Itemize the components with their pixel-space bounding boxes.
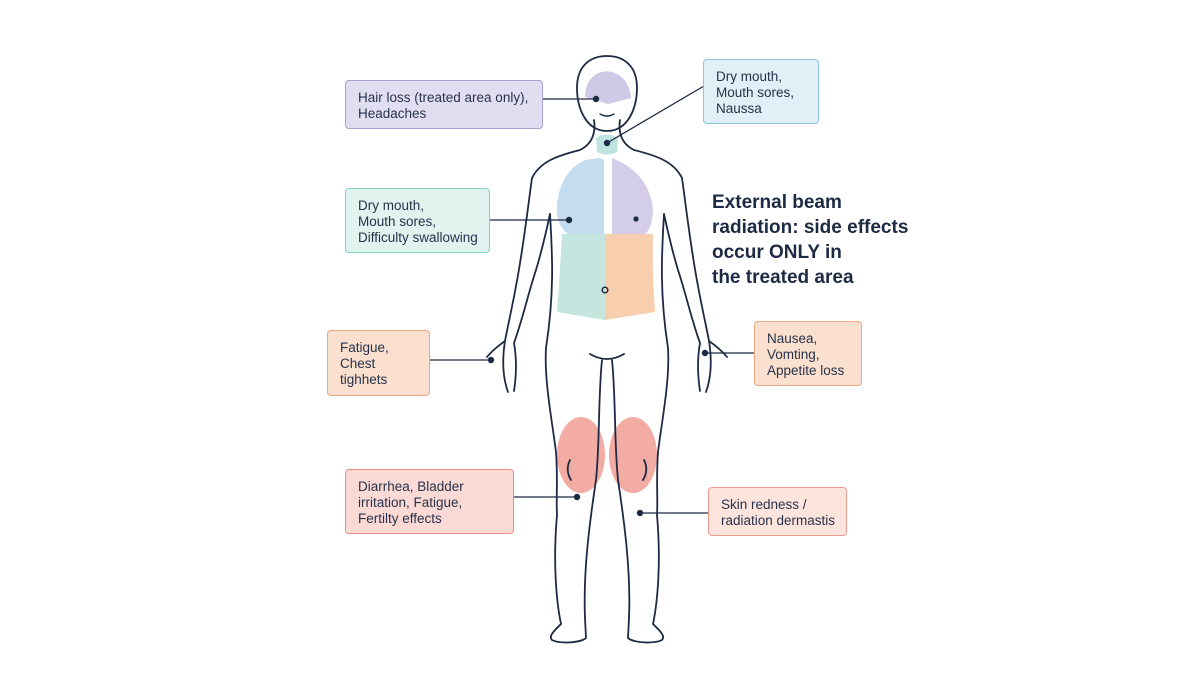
callout-left-hand-line: Chest — [340, 356, 376, 371]
callout-left-knee-line: Fertilty effects — [358, 510, 442, 526]
headline-line: occur ONLY in — [712, 242, 842, 263]
callout-right-hand-line: Vomting, — [767, 346, 820, 362]
callout-left-knee: Diarrhea, Bladder irritation, Fatigue, F… — [345, 469, 514, 534]
callout-neck-line: Naussa — [716, 100, 762, 116]
headline-line: radiation: side effects — [712, 217, 909, 238]
callout-chest-line: Mouth sores, — [358, 213, 437, 229]
callout-left-hand: Fatigue, Chest tighhets — [327, 330, 430, 396]
lung-left-region — [556, 158, 604, 237]
callout-chest: Dry mouth, Mouth sores, Difficulty swall… — [345, 188, 490, 253]
lung-right-region — [612, 158, 653, 238]
callout-chest-line: Dry mouth, — [358, 197, 425, 213]
callout-left-knee-line: Diarrhea, Bladder — [358, 478, 464, 494]
headline-line: the treated area — [712, 267, 854, 288]
headline: External beam radiation: side effects oc… — [712, 190, 952, 290]
abdomen-left-region — [557, 234, 605, 320]
callout-neck-line: Mouth sores, — [716, 84, 795, 100]
callout-right-shin-line: Skin redness / — [721, 496, 807, 512]
headline-line: External beam — [712, 192, 842, 213]
callout-head-line: Headaches — [358, 105, 427, 121]
callout-right-hand-line: Appetite loss — [767, 362, 845, 378]
callout-head: Hair loss (treated area only), Headaches — [345, 80, 543, 129]
callout-right-hand-line: Nausea, — [767, 330, 818, 346]
callout-left-hand-line: tighhets — [340, 372, 388, 387]
callout-left-hand-line: Fatigue, — [340, 340, 389, 355]
callout-right-hand: Nausea, Vomting, Appetite loss — [754, 321, 862, 386]
callout-left-knee-line: irritation, Fatigue, — [358, 494, 463, 510]
callout-chest-line: Difficulty swallowing — [358, 229, 478, 245]
abdomen-right-region — [605, 234, 655, 320]
body-outline — [486, 55, 728, 644]
callout-head-line: Hair loss (treated area only), — [358, 89, 529, 105]
callout-right-shin: Skin redness / radiation dermastis — [708, 487, 847, 536]
callout-neck: Dry mouth, Mouth sores, Naussa — [703, 59, 819, 124]
leader-lines — [430, 85, 754, 514]
leader-dots — [487, 95, 709, 517]
callout-right-shin-line: radiation dermastis — [721, 512, 836, 528]
callout-neck-line: Dry mouth, — [716, 68, 783, 84]
